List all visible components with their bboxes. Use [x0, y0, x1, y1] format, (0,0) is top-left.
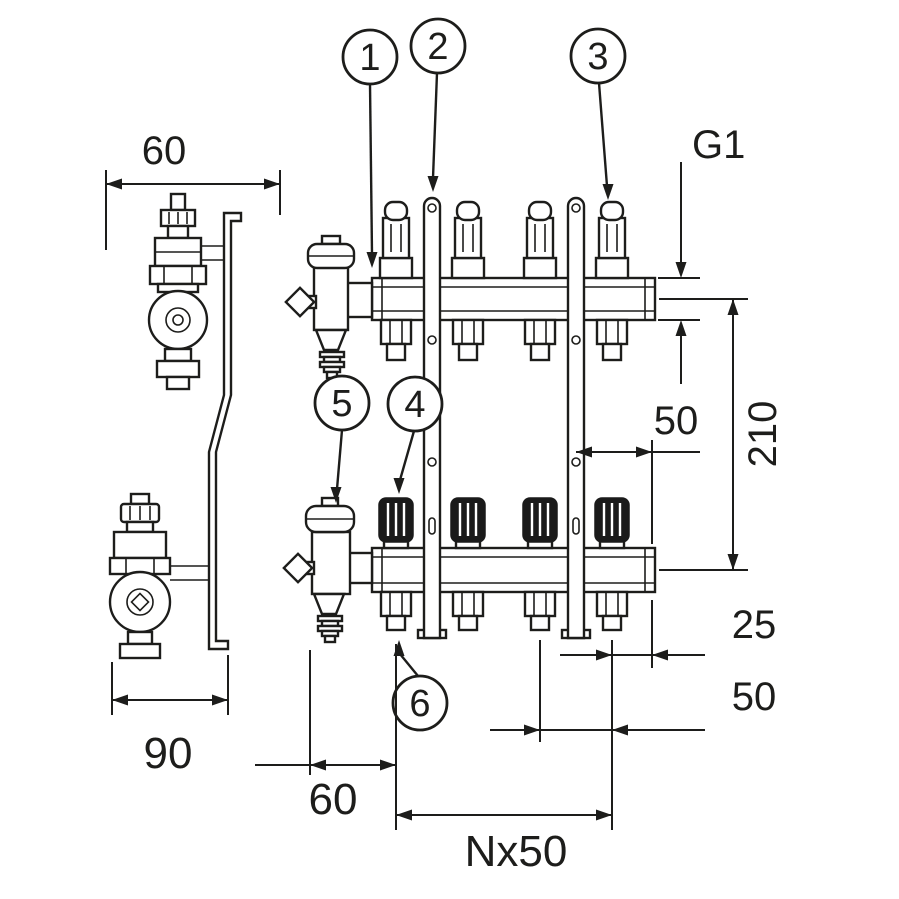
- bracket-profile: [207, 211, 243, 651]
- dimension-60-offset: 60: [255, 650, 396, 824]
- top-union-4: [595, 318, 629, 362]
- dimension-side-depth: 60: [105, 129, 281, 250]
- flow-meter-4: [594, 200, 630, 280]
- callout-6-circle: [391, 674, 449, 732]
- dim-60-offset-label: 60: [309, 775, 358, 824]
- dim-g1-label: G1: [692, 123, 745, 167]
- dimension-210: 210: [659, 298, 785, 571]
- flow-meter-2: [450, 200, 486, 280]
- dim-50-bracket-label: 50: [654, 399, 699, 443]
- dim-side-width-label: 90: [144, 729, 193, 778]
- dim-25-label: 25: [732, 603, 777, 647]
- callout-6-label: 6: [409, 683, 430, 725]
- side-valve-bottom: [108, 492, 209, 660]
- flow-meter-1: [378, 200, 414, 280]
- bottom-manifold-bar: [370, 546, 657, 594]
- valve-cap-2: [450, 497, 486, 550]
- callout-5: 5: [313, 374, 371, 503]
- side-view: 60 90: [105, 129, 281, 778]
- callout-5-label: 5: [331, 383, 352, 425]
- callout-2-label: 2: [427, 26, 448, 68]
- callout-2-circle: [409, 17, 467, 75]
- fill-drain-assembly: [282, 496, 374, 644]
- top-manifold-bar: [370, 276, 657, 322]
- callout-5-circle: [313, 374, 371, 432]
- dim-nx50-label: Nx50: [465, 827, 568, 876]
- bottom-union-1: [379, 590, 413, 632]
- hose-barb-bottom: [316, 614, 344, 644]
- air-vent-assembly: [284, 234, 374, 380]
- dimension-side-width: 90: [111, 655, 229, 778]
- hose-barb-top: [318, 350, 346, 380]
- mounting-strap-2: [560, 196, 592, 640]
- top-union-1: [379, 318, 413, 362]
- dimension-nx50: Nx50: [395, 644, 612, 876]
- callout-1: 1: [341, 28, 399, 268]
- callout-4: 4: [386, 375, 444, 494]
- callout-2: 2: [409, 17, 467, 192]
- callout-4-circle: [386, 375, 444, 433]
- callout-4-label: 4: [404, 384, 425, 426]
- callout-1-circle: [341, 28, 399, 86]
- callout-3: 3: [569, 27, 627, 200]
- dim-side-depth-label: 60: [142, 129, 187, 173]
- callout-6: 6: [391, 640, 449, 732]
- bottom-union-2: [451, 590, 485, 632]
- dimension-g1: G1: [658, 123, 745, 384]
- dimension-50-bracket: 50: [576, 399, 700, 544]
- dimension-25: 25: [560, 600, 776, 830]
- callout-1-label: 1: [359, 37, 380, 79]
- front-view: [282, 196, 657, 644]
- top-union-3: [523, 318, 557, 362]
- valve-cap-1: [378, 497, 414, 550]
- flow-meter-3: [522, 200, 558, 280]
- dimension-50-spacing: 50: [490, 640, 776, 742]
- callout-3-circle: [569, 27, 627, 85]
- dim-50-spacing-label: 50: [732, 675, 777, 719]
- dim-210-label: 210: [741, 401, 785, 468]
- bottom-union-3: [523, 590, 557, 632]
- top-union-2: [451, 318, 485, 362]
- callout-3-label: 3: [587, 36, 608, 78]
- side-valve-top: [147, 192, 224, 391]
- valve-cap-3: [522, 497, 558, 550]
- bottom-union-4: [595, 590, 629, 632]
- valve-cap-4: [594, 497, 630, 550]
